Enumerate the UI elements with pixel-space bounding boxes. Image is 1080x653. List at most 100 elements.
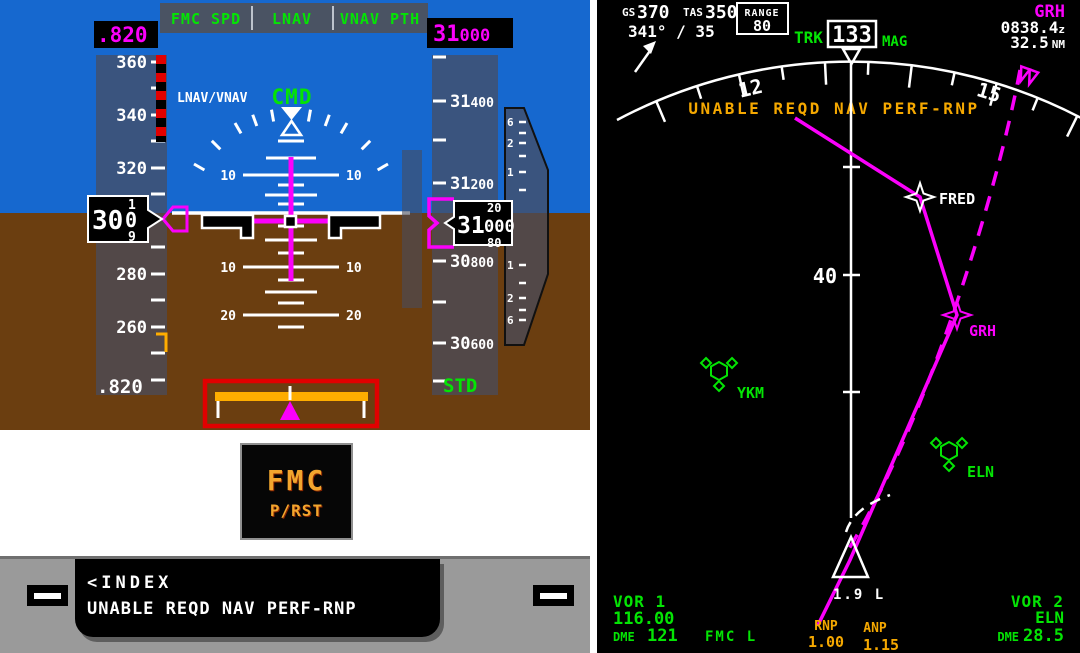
lsk-dash-icon	[34, 592, 61, 599]
svg-text:31400: 31400	[450, 92, 494, 112]
pfd-display: FMC SPD LNAV VNAV PTH .820 31000 LNAV/VN…	[0, 0, 590, 430]
nd-graphics: GS 370 TAS 350 341° / 35 RANGE 80 TRK 13…	[613, 2, 1080, 653]
cdu-line-select-key-right[interactable]	[533, 585, 574, 606]
fma-pitch-mode: VNAV PTH	[340, 10, 420, 28]
waypoint-fred: FRED	[902, 179, 975, 215]
fma-strip: FMC SPD LNAV VNAV PTH	[160, 3, 428, 33]
fmc-alert-label: FMC	[266, 463, 327, 497]
rnp-label: RNP	[814, 619, 838, 634]
svg-text:31000: 31000	[433, 22, 490, 47]
svg-text:1: 1	[507, 259, 514, 272]
trk-label: TRK	[794, 28, 823, 47]
svg-text:.820: .820	[97, 23, 148, 47]
speed-bug-icon	[161, 205, 189, 233]
vsi-ticks	[519, 120, 526, 322]
svg-text:10: 10	[346, 261, 362, 276]
range-value: 80	[753, 17, 771, 35]
vor1-dme-value: 121	[647, 626, 678, 646]
track-pointer-icon	[840, 47, 863, 67]
selected-altitude-thousands: 31	[433, 22, 460, 47]
waypoint-grh: GRH	[939, 297, 996, 340]
lsk-dash-icon	[540, 592, 567, 599]
next-waypoint-eta: 0838.4z	[1001, 18, 1065, 37]
vor1-dme-label: DME	[613, 630, 635, 644]
gs-label: GS	[622, 6, 635, 19]
svg-text:360: 360	[116, 53, 147, 73]
speed-roll-below: 9	[128, 230, 136, 245]
svg-text:6: 6	[507, 116, 514, 129]
waypoint-star-icon	[939, 297, 975, 333]
range-label: RANGE	[744, 8, 779, 19]
range-box: RANGE 80	[736, 2, 789, 35]
svg-text:280: 280	[116, 265, 147, 285]
navaid-ykm: YKM	[700, 357, 764, 402]
svg-text:30800: 30800	[450, 252, 494, 272]
track-value: 133	[832, 23, 872, 48]
current-altitude-hundreds: 000	[484, 217, 515, 237]
groundspeed-block: GS 370 TAS 350 341° / 35	[622, 2, 738, 73]
cross-track-error: 1.9 L	[833, 587, 885, 603]
svg-text:31200: 31200	[450, 174, 494, 194]
nd-alert-message: UNABLE REQD NAV PERF-RNP	[688, 99, 979, 118]
fma-autothrottle-mode: FMC SPD	[171, 10, 241, 28]
navaid-label: YKM	[737, 384, 764, 402]
svg-text:20: 20	[220, 309, 236, 324]
compass-arc: 12 15	[616, 60, 1080, 138]
vor-dme-icon	[930, 437, 968, 472]
current-altitude-box	[443, 200, 513, 246]
fmc-source-label: FMC L	[705, 629, 757, 645]
waypoint-label: FRED	[939, 190, 975, 208]
turn-trend-vector	[844, 493, 891, 533]
min-maneuver-speed-marker	[156, 332, 168, 352]
next-waypoint-ident: GRH	[1034, 2, 1065, 22]
svg-text:6: 6	[507, 314, 514, 327]
vor2-dme: DME 28.5	[997, 626, 1064, 646]
selected-altitude-hundreds: 000	[460, 26, 491, 46]
vor2-dme-value: 28.5	[1023, 626, 1064, 646]
deviation-pointer-icon	[280, 401, 300, 420]
cdu-scratchpad-message: UNABLE REQD NAV PERF-RNP	[87, 599, 357, 619]
vor1-title: VOR 1	[613, 592, 666, 611]
svg-text:20: 20	[346, 309, 362, 324]
speed-tape-labels: 360 340 320 280 260	[116, 53, 147, 338]
svg-text:320: 320	[116, 159, 147, 179]
cdu-index-prompt: <INDEX	[87, 573, 173, 593]
svg-text:10: 10	[220, 169, 236, 184]
speed-roll-above: 1	[128, 198, 136, 213]
vor-dme-icon	[700, 357, 738, 392]
current-speed-ones: 0	[125, 208, 137, 232]
pitch-labels: 10 10 10 10 20 20	[220, 169, 361, 324]
vertical-deviation-scale	[402, 150, 422, 308]
cdu-screen: <INDEX UNABLE REQD NAV PERF-RNP	[75, 559, 440, 637]
altitude-bug-icon	[427, 197, 454, 249]
svg-text:30600: 30600	[450, 334, 494, 354]
svg-text:340: 340	[116, 106, 147, 126]
rnp-anp-block: RNP 1.00 ANP 1.15	[808, 619, 899, 653]
bank-scale	[193, 109, 389, 172]
range-half-label: 40	[813, 264, 837, 288]
fma-roll-mode: LNAV	[272, 10, 312, 28]
fmc-alert-light[interactable]: FMC P/RST	[240, 443, 353, 540]
wind-value: 341° / 35	[628, 22, 715, 41]
nav-display: GS 370 TAS 350 341° / 35 RANGE 80 TRK 13…	[597, 0, 1080, 653]
track-readout: TRK 133 MAG	[794, 19, 907, 67]
current-speed-tens: 30	[92, 206, 123, 236]
selected-mach: .820	[94, 21, 158, 48]
heading-label-12: 12	[736, 74, 765, 103]
gs-value: 370	[637, 2, 670, 23]
vor2-dme-label: DME	[997, 630, 1019, 644]
anp-label: ANP	[863, 621, 887, 636]
tas-label: TAS	[683, 6, 703, 19]
current-mach: .820	[97, 376, 143, 398]
baro-setting: STD	[443, 375, 477, 397]
pfd-graphics: FMC SPD LNAV VNAV PTH .820 31000 LNAV/VN…	[0, 0, 590, 430]
altitude-tape: 31400 31200 30800 30600 6 2 1 1 2	[427, 55, 549, 397]
highlight-box	[202, 378, 380, 429]
cdu-line-select-key-left[interactable]	[27, 585, 68, 606]
bank-pointer-icon	[279, 107, 304, 137]
altitude-roll-above: 20	[487, 201, 501, 215]
